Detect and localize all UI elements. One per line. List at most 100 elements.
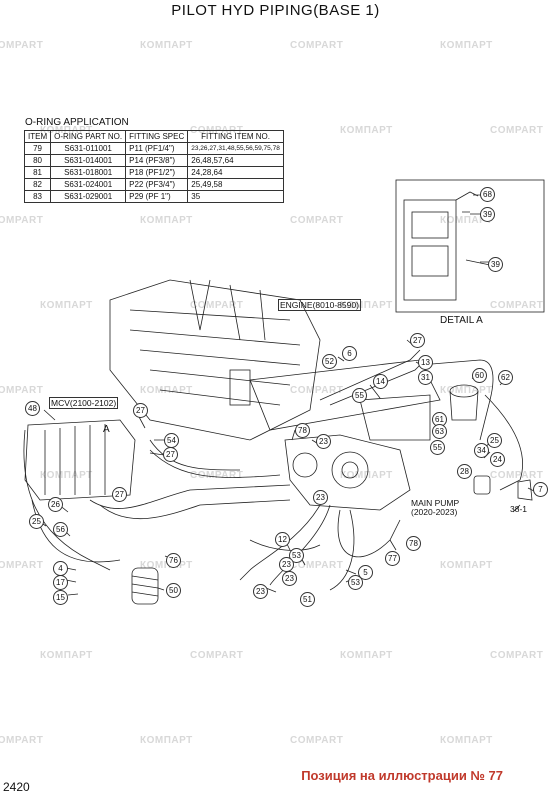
callout-circle: 54 [164,433,179,448]
watermark-text: COMPART [290,215,344,226]
watermark-text: COMPART [0,40,44,51]
main-pump-outline [284,434,411,511]
watermark-text: КОМПАРТ [140,735,193,746]
watermark-text: COMPART [190,650,244,661]
watermark-text: COMPART [190,300,244,311]
callout-circle: 60 [472,368,487,383]
table-header-row: ITEM O-RING PART NO. FITTING SPEC FITTIN… [23,130,284,143]
callout-circle: 5 [358,565,373,580]
watermark-text: КОМПАРТ [40,650,93,661]
main-pump-label: MAIN PUMP [411,498,460,508]
watermark-text: КОМПАРТ [140,215,193,226]
watermark-text: КОМПАРТ [440,385,493,396]
callout-circle: 27 [410,333,425,348]
coil-canister [131,567,159,605]
callout-circle: 27 [133,403,148,418]
callout-circle: 50 [166,583,181,598]
callout-circle: 7 [533,482,548,497]
callout-circle: 15 [53,590,68,605]
callout-circle: 62 [498,370,513,385]
callout-circle: 13 [418,355,433,370]
callout-circle: 56 [53,522,68,537]
callout-circle: 34 [474,443,489,458]
callout-circle: 68 [480,187,495,202]
callout-circle: 4 [53,561,68,576]
engine-label: ENGINE(8010-8590) [278,299,361,311]
callout-circle: 53 [289,548,304,563]
callout-circle: 77 [385,551,400,566]
watermark-text: COMPART [290,735,344,746]
watermark-text: COMPART [0,385,44,396]
engine-outline [109,279,321,441]
page-title: PILOT HYD PIPING(BASE 1) [171,2,380,19]
callout-circle: 55 [352,388,367,403]
callout-circle: 17 [53,575,68,590]
callout-circle: 51 [300,592,315,607]
cell-item: 83 [23,190,52,203]
watermark-text: КОМПАРТ [440,215,493,226]
callout-circle: 63 [432,424,447,439]
sub-item-label: 38-1 [510,504,528,514]
watermark-text: COMPART [490,125,544,136]
watermark-text: COMPART [290,40,344,51]
callout-circle: 78 [295,423,310,438]
watermark-text: COMPART [290,385,344,396]
callout-circle: 26 [48,497,63,512]
detail-a-valve-body [403,199,457,301]
callout-circle: 27 [163,447,178,462]
cell-fitting-items: 35 [187,190,284,203]
callout-circle: 23 [279,557,294,572]
callout-circle: 27 [112,487,127,502]
callout-circle: 12 [275,532,290,547]
mcv-outline [24,419,136,501]
cell-fitting-spec: P29 (PF 1") [125,190,189,203]
mcv-label: MCV(2100-2102) [49,397,119,409]
detail-a-label: DETAIL A [440,315,483,326]
watermark-text: КОМПАРТ [440,560,493,571]
callout-circle: 28 [457,464,472,479]
callout-circle: 6 [342,346,357,361]
cell-item: 80 [23,154,52,167]
watermark-text: КОМПАРТ [440,735,493,746]
watermark-text: КОМПАРТ [340,300,393,311]
callout-circle: 39 [480,207,495,222]
watermark-text: COMPART [0,215,44,226]
detail-a-frame [395,179,545,313]
callout-circle: 52 [322,354,337,369]
watermark-text: КОМПАРТ [340,125,393,136]
oring-table-heading: O-RING APPLICATION [25,117,129,128]
watermark-text: КОМПАРТ [440,40,493,51]
watermark-text: КОМПАРТ [40,470,93,481]
callout-circle: 24 [490,452,505,467]
callout-circle: 31 [418,370,433,385]
page-number: 2420 [3,780,30,794]
callout-circle: 23 [313,490,328,505]
watermark-text: КОМПАРТ [140,560,193,571]
callout-circle: 23 [253,584,268,599]
main-pump-range-label: (2020-2023) [411,507,458,517]
watermark-text: COMPART [490,300,544,311]
watermark-text: COMPART [490,650,544,661]
watermark-text: COMPART [0,735,44,746]
callout-circle: 25 [487,433,502,448]
callout-circle: 14 [373,374,388,389]
watermark-text: КОМПАРТ [340,470,393,481]
watermark-text: КОМПАРТ [140,40,193,51]
oring-table: ITEM O-RING PART NO. FITTING SPEC FITTIN… [23,130,284,203]
callout-circle: 53 [348,575,363,590]
callout-circle: 48 [25,401,40,416]
watermark-text: COMPART [490,470,544,481]
callout-circle: 55 [430,440,445,455]
watermark-text: COMPART [0,560,44,571]
illustration-caption: Позиция на иллюстрации № 77 [301,768,503,783]
watermark-text: COMPART [290,560,344,571]
watermark-text: КОМПАРТ [340,650,393,661]
callout-circle: 23 [316,434,331,449]
watermark-text: COMPART [190,470,244,481]
callout-circle: 23 [282,571,297,586]
callout-circle: 39 [488,257,503,272]
detail-a-marker: A [103,424,110,435]
callout-circle: 25 [29,514,44,529]
